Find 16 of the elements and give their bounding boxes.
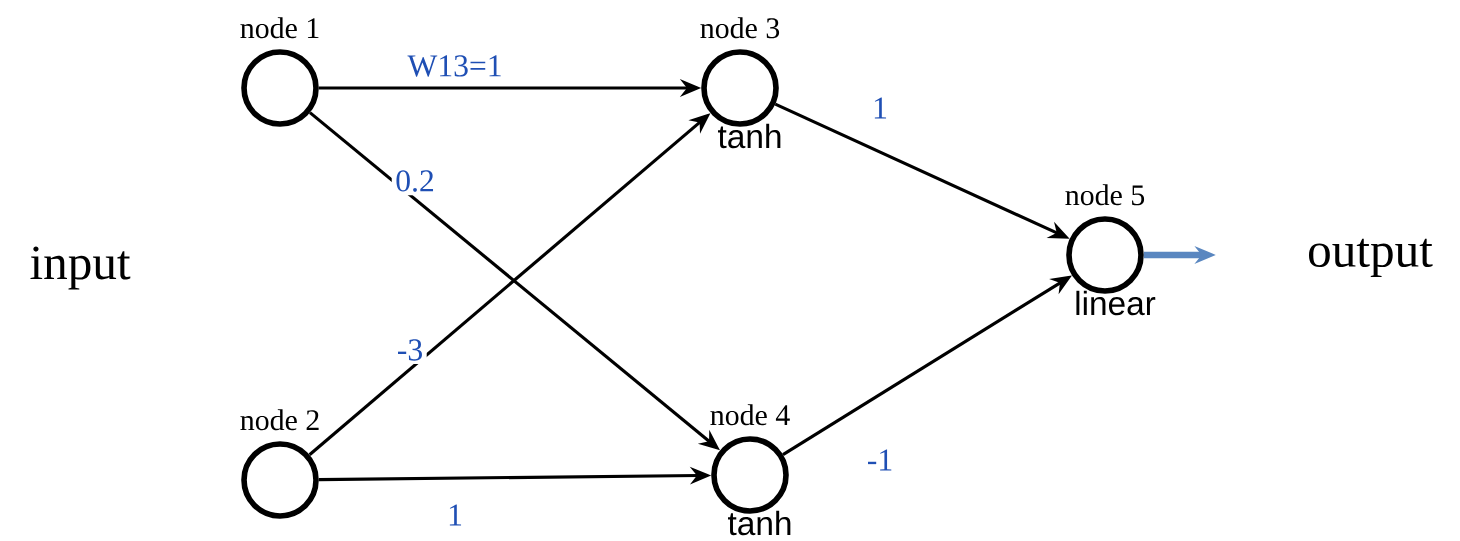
weight-label: W13=1 bbox=[403, 51, 507, 81]
weight-label: 1 bbox=[868, 94, 892, 122]
weight-label: -3 bbox=[393, 335, 427, 365]
activation-label: linear bbox=[1076, 290, 1156, 316]
activation-label: tanh bbox=[718, 123, 781, 149]
node-label: node 2 bbox=[240, 409, 319, 431]
weight-label: 0.2 bbox=[391, 166, 439, 196]
node-label: node 4 bbox=[710, 404, 790, 426]
side-label: input bbox=[30, 246, 131, 290]
node-label: node 5 bbox=[1065, 184, 1145, 206]
activation-label: tanh bbox=[728, 510, 791, 536]
node-label: node 1 bbox=[240, 17, 319, 39]
node-label: node 3 bbox=[700, 17, 780, 39]
weight-label: 1 bbox=[443, 501, 467, 529]
weight-label: -1 bbox=[863, 446, 897, 474]
side-label: output bbox=[1309, 238, 1433, 278]
